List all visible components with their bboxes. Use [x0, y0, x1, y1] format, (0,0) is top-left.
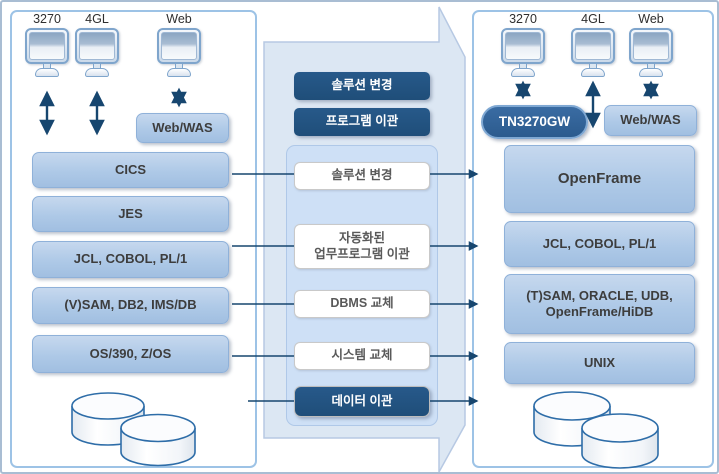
- box-jes: JES: [32, 196, 229, 232]
- step-dbms-replacement: DBMS 교체: [294, 290, 430, 318]
- monitor-icon: [75, 28, 119, 64]
- terminal-label: Web: [638, 12, 664, 26]
- monitor-icon: [25, 28, 69, 64]
- terminal-label: 4GL: [581, 12, 605, 26]
- terminal-web-right: Web: [622, 12, 680, 77]
- terminal-label: Web: [166, 12, 192, 26]
- terminal-web-left: Web: [150, 12, 208, 77]
- monitor-base: [167, 68, 191, 77]
- step-solution-change: 솔루션 변경: [294, 162, 430, 190]
- terminal-3270-left: 3270: [18, 12, 76, 77]
- monitor-icon: [629, 28, 673, 64]
- monitor-icon: [501, 28, 545, 64]
- box-unix: UNIX: [504, 342, 695, 384]
- box-openframe: OpenFrame: [504, 145, 695, 213]
- terminal-label: 3270: [33, 12, 61, 26]
- box-cics: CICS: [32, 152, 229, 188]
- step-data-migration: 데이터 이관: [294, 386, 430, 417]
- monitor-base: [511, 68, 535, 77]
- migration-steps-panel: [286, 145, 438, 426]
- terminal-3270-right: 3270: [494, 12, 552, 77]
- box-web-was-left: Web/WAS: [136, 113, 229, 143]
- terminal-4gl-left: 4GL: [68, 12, 126, 77]
- monitor-base: [581, 68, 605, 77]
- box-tn3270gw: TN3270GW: [481, 105, 588, 139]
- box-web-was-right: Web/WAS: [604, 105, 697, 136]
- box-jcl-cobol-pl1-right: JCL, COBOL, PL/1: [504, 221, 695, 267]
- terminal-label: 3270: [509, 12, 537, 26]
- badge-solution-change: 솔루션 변경: [294, 72, 430, 100]
- monitor-icon: [571, 28, 615, 64]
- monitor-base: [35, 68, 59, 77]
- badge-program-migration: 프로그램 이관: [294, 108, 430, 136]
- step-system-replacement: 시스템 교체: [294, 342, 430, 370]
- legacy-system-panel: [10, 10, 257, 468]
- monitor-base: [85, 68, 109, 77]
- step-automated-program-migration: 자동화된 업무프로그램 이관: [294, 224, 430, 269]
- box-os390-zos: OS/390, Z/OS: [32, 335, 229, 373]
- terminal-label: 4GL: [85, 12, 109, 26]
- monitor-icon: [157, 28, 201, 64]
- box-tsam-oracle-udb: (T)SAM, ORACLE, UDB, OpenFrame/HiDB: [504, 274, 695, 334]
- box-vsam-db2-imsdb: (V)SAM, DB2, IMS/DB: [32, 287, 229, 324]
- terminal-4gl-right: 4GL: [564, 12, 622, 77]
- box-jcl-cobol-pl1-left: JCL, COBOL, PL/1: [32, 241, 229, 278]
- monitor-base: [639, 68, 663, 77]
